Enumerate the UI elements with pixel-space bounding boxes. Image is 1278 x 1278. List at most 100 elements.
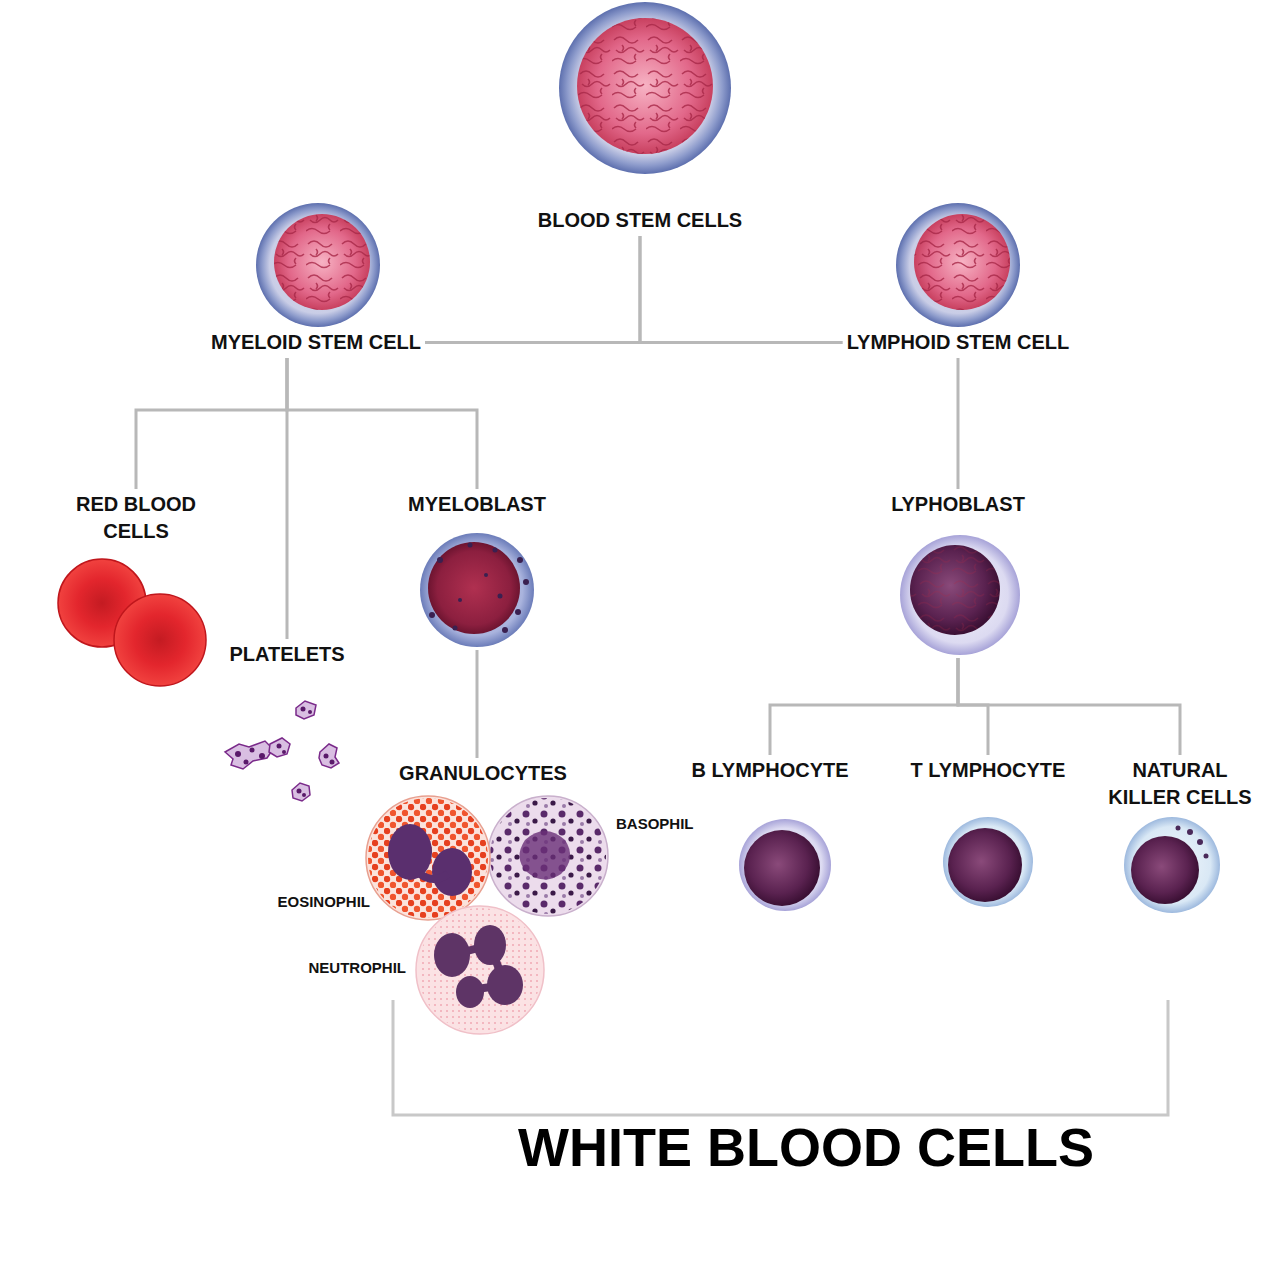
cell-label: BLOOD STEM CELLS — [538, 207, 742, 234]
neutrophil-cell — [416, 906, 544, 1034]
myeloblast-cell — [437, 557, 443, 563]
cell-label: EOSINOPHIL — [277, 892, 370, 912]
myeloblast-cell — [515, 609, 521, 615]
natural-killer-cell — [1204, 854, 1209, 859]
eosinophil-cell — [368, 798, 488, 918]
platelets — [225, 701, 339, 801]
group-label: WHITE BLOOD CELLS — [518, 1120, 1094, 1174]
cell-node: T LYMPHOCYTE — [907, 755, 1070, 786]
neutrophil-cell — [456, 976, 484, 1008]
basophil-cell — [519, 831, 570, 880]
blood-stem-cell — [559, 2, 731, 174]
lineage-connector — [136, 358, 287, 489]
myeloblast-cell — [453, 626, 458, 631]
platelets — [296, 701, 316, 719]
cell-label: T LYMPHOCYTE — [911, 757, 1066, 784]
lineage-connector — [958, 658, 1180, 755]
platelets — [330, 760, 335, 765]
cell-label: BASOPHIL — [616, 814, 694, 834]
white-cell-bracket — [393, 1000, 1168, 1115]
cell-node: B LYMPHOCYTE — [687, 755, 852, 786]
lineage-connector — [476, 650, 479, 758]
myeloblast-cell — [517, 557, 523, 563]
lineage-connector — [770, 658, 958, 755]
basophil-cell — [488, 796, 608, 916]
lymphoblast-cell — [910, 545, 1000, 635]
eosinophil-cell — [432, 848, 472, 896]
platelets — [250, 748, 255, 753]
natural-killer-cell — [1131, 836, 1199, 904]
myeloid-stem-cell — [274, 214, 370, 310]
lymphoblast-cell — [900, 535, 1020, 655]
cell-label: LYPHOBLAST — [891, 491, 1025, 518]
natural-killer-cell — [1187, 829, 1193, 835]
lymphoid-stem-cell — [914, 214, 1010, 310]
cell-node: BLOOD STEM CELLS — [534, 205, 746, 236]
myeloblast-cell — [502, 627, 508, 633]
cell-node: RED BLOOD CELLS — [61, 489, 211, 547]
cell-label: NEUTROPHIL — [309, 958, 407, 978]
platelets — [324, 754, 329, 759]
myeloblast-cell — [468, 543, 473, 548]
lineage-connector — [956, 358, 959, 489]
platelets — [225, 741, 273, 769]
basophil-cell — [488, 796, 608, 916]
eosinophil-cell — [388, 824, 432, 880]
myeloid-stem-cell — [274, 214, 370, 310]
platelets — [292, 783, 310, 801]
t-lymphocyte-cell — [943, 817, 1033, 907]
neutrophil-cell — [416, 906, 544, 1034]
cell-label: GRANULOCYTES — [254, 760, 712, 787]
natural-killer-cell — [1197, 839, 1203, 845]
lymphoid-stem-cell — [914, 214, 1010, 310]
b-lymphocyte-cell — [744, 830, 820, 906]
myeloid-stem-cell — [256, 203, 380, 327]
basophil-cell — [490, 798, 606, 914]
lineage-connector — [287, 358, 477, 489]
cell-node: NATURAL KILLER CELLS — [1101, 755, 1259, 813]
b-lymphocyte-cell — [739, 819, 831, 911]
cell-node: NEUTROPHIL — [305, 956, 411, 980]
platelets — [319, 744, 339, 768]
eosinophil-cell — [366, 796, 490, 920]
lineage-connector — [425, 236, 640, 343]
cell-node: LYMPHOID STEM CELL — [843, 327, 1074, 358]
lymphoid-stem-cell — [896, 203, 1020, 327]
lineage-connector — [640, 236, 843, 343]
t-lymphocyte-cell — [943, 817, 1033, 907]
red-blood-cell — [58, 559, 206, 686]
neutrophil-cell — [418, 908, 542, 1032]
lymphoblast-cell — [900, 535, 1020, 655]
lymphoid-stem-cell — [896, 203, 1020, 327]
cell-label: NATURAL KILLER CELLS — [1105, 757, 1255, 811]
neutrophil-cell — [487, 965, 523, 1005]
blood-stem-cell — [577, 18, 713, 154]
platelets — [282, 750, 286, 754]
cell-label: MYELOBLAST — [408, 491, 546, 518]
platelets — [269, 738, 290, 757]
neutrophil-cell — [474, 925, 506, 965]
platelets — [259, 753, 265, 759]
cell-node: PLATELETS — [225, 639, 348, 670]
b-lymphocyte-cell — [739, 819, 831, 911]
natural-killer-cell — [1124, 817, 1220, 913]
cell-node: MYELOBLAST — [404, 489, 550, 650]
cell-node: EOSINOPHIL — [273, 890, 374, 914]
myeloblast-cell — [420, 533, 534, 647]
myeloblast-cell — [429, 612, 435, 618]
myeloblast-cell — [484, 573, 488, 577]
lymphoblast-cell — [910, 545, 1000, 635]
cell-group: GRANULOCYTES BASOPHIL EOSINOPHIL NEUTROPHIL — [250, 758, 716, 1036]
cell-label: LYMPHOID STEM CELL — [847, 329, 1070, 356]
cell-node: MYELOID STEM CELL — [207, 327, 425, 358]
eosinophil-cell — [366, 796, 490, 920]
platelets — [301, 707, 306, 712]
myeloblast-cell — [523, 579, 529, 585]
platelets — [277, 744, 282, 749]
cell-label: RED BLOOD CELLS — [65, 491, 207, 545]
myeloblast-cell — [493, 548, 498, 553]
myeloblast-cell — [498, 594, 503, 599]
cell-node: BASOPHIL — [612, 812, 698, 836]
platelets — [235, 751, 241, 757]
